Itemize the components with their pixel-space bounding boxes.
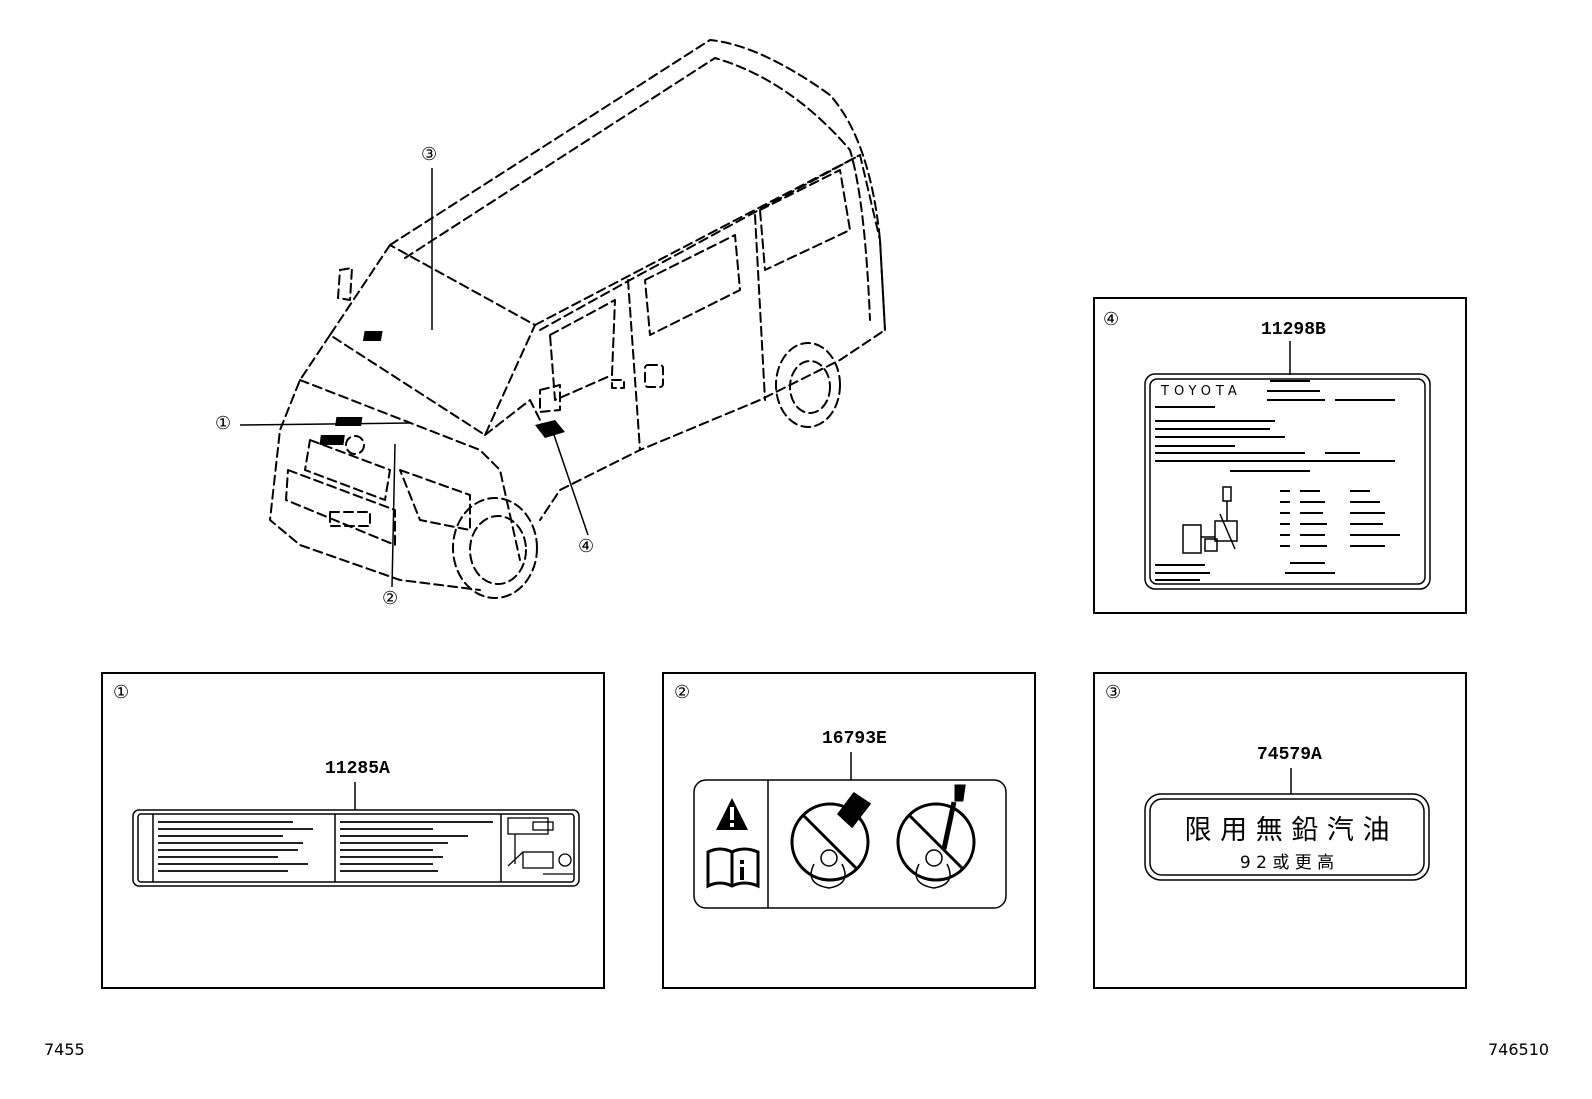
callout-4: ④ bbox=[578, 536, 595, 557]
part-number: 11298B bbox=[1261, 320, 1326, 340]
brand-text: TOYOTA bbox=[1161, 384, 1242, 399]
no-tool-fan-icon bbox=[896, 784, 976, 889]
callout-1: ① bbox=[215, 413, 232, 434]
grille-outline bbox=[304, 439, 391, 501]
front-wheel bbox=[452, 497, 538, 599]
panel-marker: ③ bbox=[1105, 682, 1122, 703]
label-11298b-drawing bbox=[1144, 341, 1431, 590]
panel-marker: ① bbox=[113, 682, 130, 703]
footer-right-code: 746510 bbox=[1488, 1040, 1550, 1059]
van-roof-line bbox=[404, 57, 871, 321]
part-number: 74579A bbox=[1257, 745, 1322, 765]
label-mark-2 bbox=[319, 435, 345, 445]
panel-marker: ④ bbox=[1103, 309, 1120, 330]
panel-74579a: ③ 74579A 限 用 無 鉛 汽 油 9 2 或 更 高 bbox=[1093, 672, 1467, 989]
footer-left-code: 7455 bbox=[44, 1040, 85, 1059]
windshield-outline bbox=[329, 244, 536, 436]
van-side-outline bbox=[539, 154, 886, 521]
van-front-outline bbox=[269, 334, 481, 591]
callout-2: ② bbox=[382, 588, 399, 609]
rear-wheel bbox=[775, 342, 841, 428]
label-mark-3 bbox=[362, 331, 383, 341]
label-mark-1 bbox=[335, 417, 363, 426]
label-11285a-drawing bbox=[132, 782, 580, 887]
callout-3: ③ bbox=[421, 144, 438, 165]
fuel-label-line2: 9 2 或 更 高 bbox=[1239, 853, 1335, 873]
part-number: 16793E bbox=[822, 729, 887, 749]
label-16793e-drawing bbox=[693, 752, 1007, 909]
panel-11285a: ① 11285A bbox=[101, 672, 605, 989]
label-mark-4 bbox=[535, 420, 565, 438]
sliding-door-outline bbox=[627, 279, 641, 451]
van-roof-outline bbox=[389, 39, 886, 331]
no-hand-fan-icon bbox=[790, 791, 872, 889]
side-window-front bbox=[644, 234, 741, 336]
panel-marker: ② bbox=[674, 682, 691, 703]
panel-16793e: ② 16793E bbox=[662, 672, 1036, 989]
fuel-label-line1: 限 用 無 鉛 汽 油 bbox=[1184, 815, 1390, 846]
part-number: 11285A bbox=[325, 759, 390, 779]
panel-11298b: ④ 11298B bbox=[1093, 297, 1467, 614]
label-74579a-drawing bbox=[1144, 768, 1430, 881]
side-window-rear bbox=[759, 169, 851, 271]
manual-icon bbox=[706, 847, 760, 889]
